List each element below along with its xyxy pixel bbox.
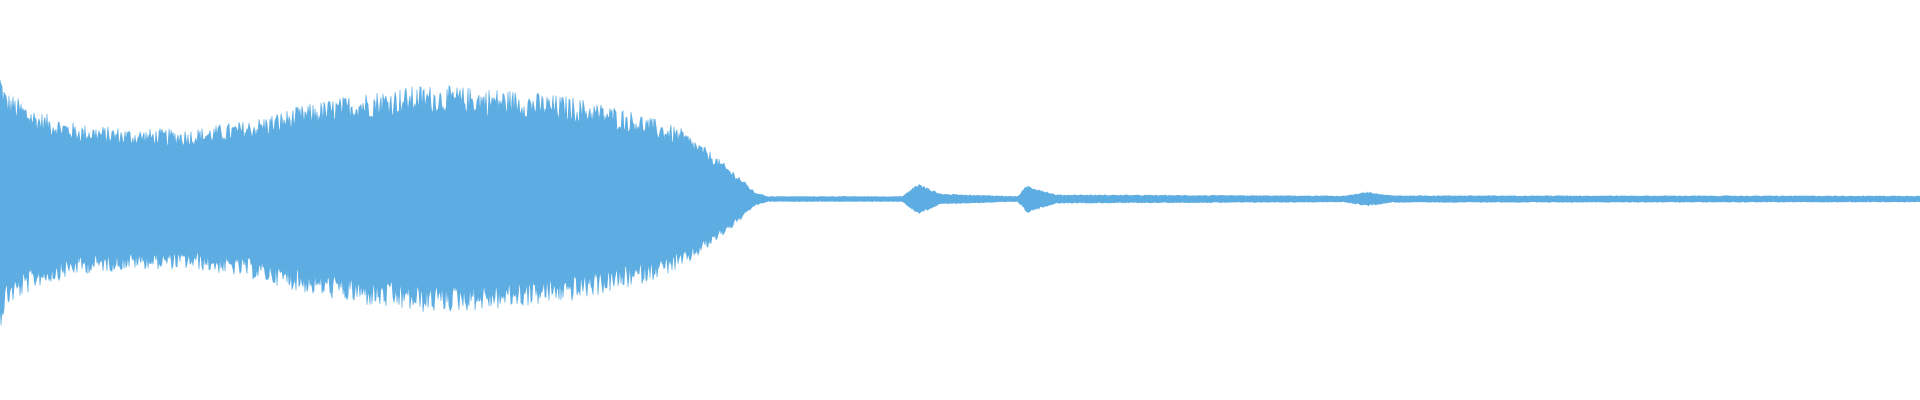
waveform-shape: [0, 80, 1920, 326]
